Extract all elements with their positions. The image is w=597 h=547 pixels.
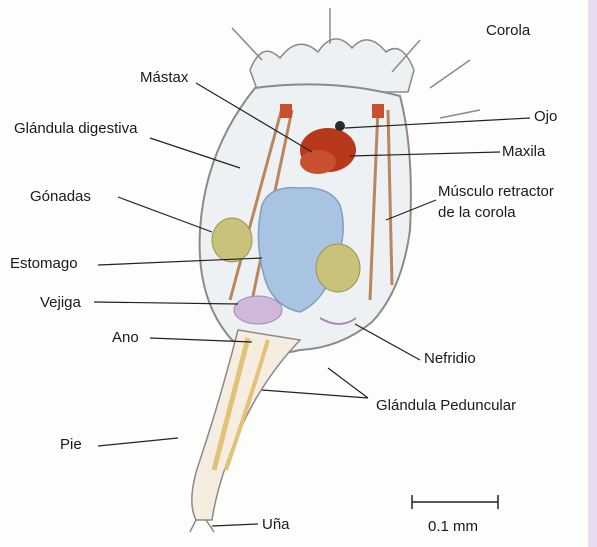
bladder [234, 296, 282, 324]
label-una: Uña [262, 516, 290, 534]
scale-bar-label: 0.1 mm [428, 518, 478, 536]
label-musculo-retractor: Músculo retractor [438, 183, 554, 201]
label-ojo: Ojo [534, 108, 557, 126]
right-edge-strip [588, 0, 597, 547]
label-pie: Pie [60, 436, 82, 454]
label-vejiga: Vejiga [40, 294, 81, 312]
foot [190, 330, 300, 532]
label-estomago: Estomago [10, 255, 78, 273]
label-nefridio: Nefridio [424, 350, 476, 368]
scale-bar [412, 495, 498, 509]
label-corola: Corola [486, 22, 530, 40]
label-glandula-peduncular: Glándula Peduncular [376, 397, 516, 415]
label-maxila: Maxila [502, 143, 545, 161]
label-mastax: Mástax [140, 69, 188, 87]
label-ano: Ano [112, 329, 139, 347]
label-de-la-corola: de la corola [438, 204, 516, 222]
label-glandula-digestiva: Glándula digestiva [14, 120, 137, 138]
label-gonadas: Gónadas [30, 188, 91, 206]
